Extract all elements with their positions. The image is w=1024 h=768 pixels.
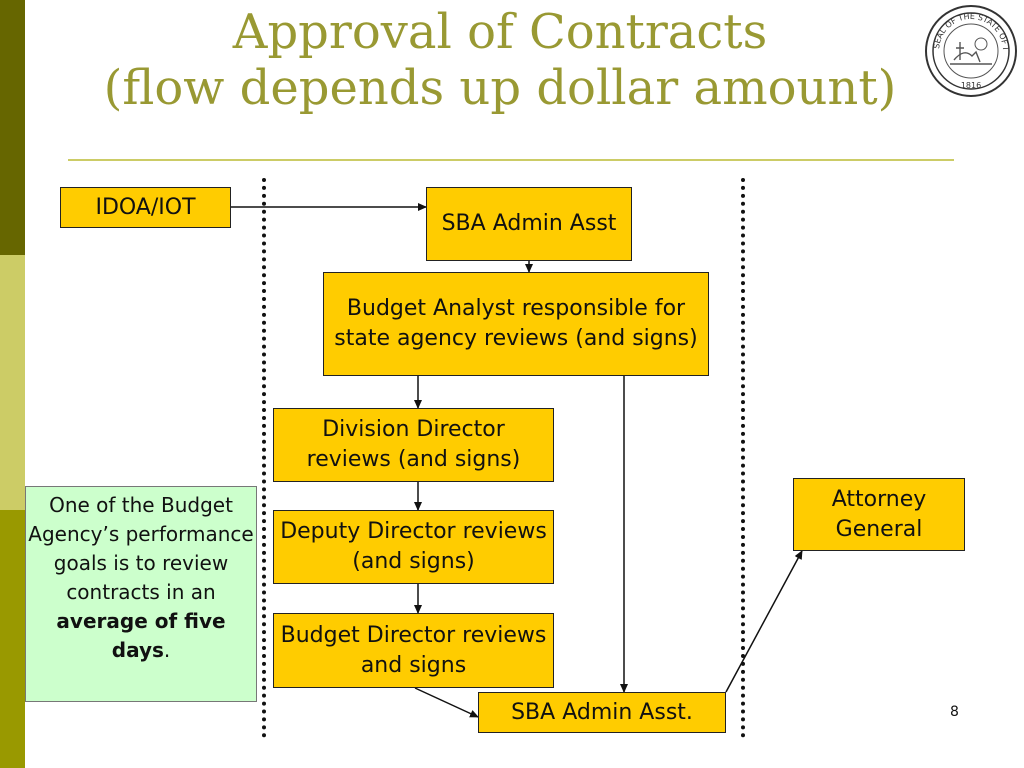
note-text: One of the Budget Agency’s performance g… [28,493,254,604]
note-bold-text: average of five days [56,609,226,662]
divider-left [262,178,266,738]
seal-year: 1816 [961,81,981,90]
node-attorney-general: Attorney General [793,478,965,551]
node-sba-admin-asst-top: SBA Admin Asst [426,187,632,261]
title-rule [68,159,954,161]
node-division-director: Division Director reviews (and signs) [273,408,554,482]
title-line-2: (flow depends up dollar amount) [103,60,897,116]
sidebar-bottom-band [0,510,25,768]
sidebar-middle-band [0,255,25,510]
page-number: 8 [950,704,959,720]
note-text-end: . [163,638,171,662]
title-line-1: Approval of Contracts [232,4,768,60]
node-budget-director: Budget Director reviews and signs [273,613,554,688]
performance-goal-note: One of the Budget Agency’s performance g… [25,486,257,702]
node-budget-analyst: Budget Analyst responsible for state age… [323,272,709,376]
sidebar-top-band [0,0,25,255]
divider-right [741,178,745,738]
arrow-sba-to-attorney [725,550,803,693]
node-idoa-iot: IDOA/IOT [60,187,231,228]
node-deputy-director: Deputy Director reviews (and signs) [273,510,554,584]
state-seal-icon: SEAL OF THE STATE OF INDIANA 1816 [924,4,1017,97]
arrow-budget-to-sba-bottom [414,687,479,718]
slide-title: Approval of Contracts (flow depends up d… [60,4,940,116]
node-sba-admin-asst-bottom: SBA Admin Asst. [478,692,726,733]
